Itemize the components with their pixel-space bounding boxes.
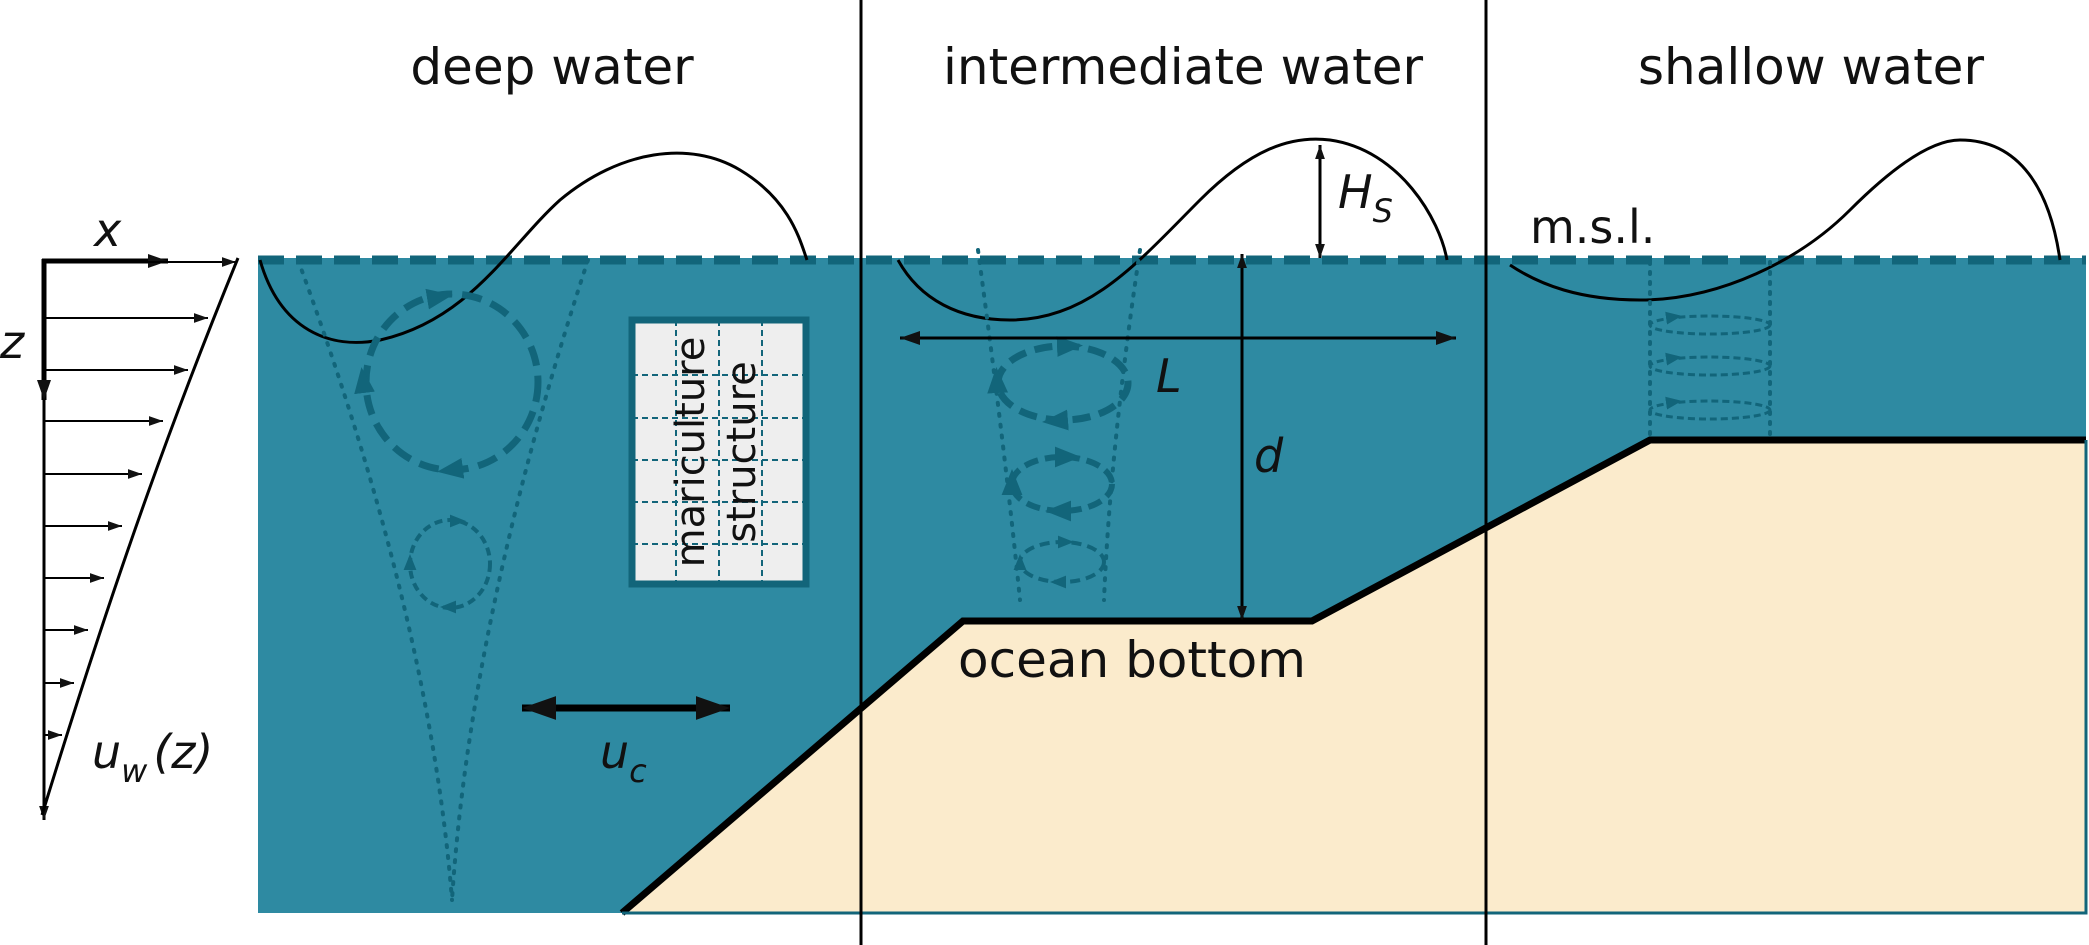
- ocean-bottom-label: ocean bottom: [958, 631, 1306, 689]
- orbital-velocity-subscript: w: [121, 752, 148, 790]
- shallow-orbit-1: [1648, 314, 1772, 336]
- intermediate-orbit-envelope-right: [1102, 248, 1142, 602]
- z-axis-label: z: [0, 315, 25, 369]
- orbital-velocity-label: uw(z): [92, 725, 213, 790]
- velocity-profile: [37, 254, 240, 820]
- msl-label: m.s.l.: [1530, 200, 1655, 254]
- structure-label-line1: mariculture: [668, 337, 714, 568]
- region-label-shallow: shallow water: [1638, 38, 1984, 96]
- wave-profile-shallow: [1509, 138, 2062, 302]
- orbital-velocity-argument: (z): [153, 725, 213, 779]
- deep-orbit-envelope-right: [450, 258, 590, 902]
- current-label: uc: [600, 725, 647, 790]
- intermediate-orbit-2: [1009, 454, 1115, 514]
- mariculture-structure: mariculture structure: [628, 316, 810, 588]
- x-axis-label: x: [92, 203, 122, 257]
- sea-bed-edge: [619, 436, 2086, 916]
- wave-height-label: HS: [1338, 165, 1393, 230]
- wave-profile-deep: [258, 151, 809, 344]
- wavelength-label: L: [1156, 349, 1182, 403]
- shallow-orbit-3: [1648, 399, 1772, 421]
- current-subscript: c: [629, 752, 647, 790]
- frame-edge: [622, 440, 2088, 915]
- depth-label: d: [1254, 429, 1284, 483]
- wave-profile-intermediate: [896, 137, 1449, 322]
- current-symbol: u: [600, 725, 629, 779]
- structure-label-line2: structure: [719, 361, 765, 543]
- deep-orbit-envelope-left: [296, 258, 454, 902]
- shallow-orbit-2: [1648, 355, 1772, 377]
- region-label-intermediate: intermediate water: [943, 38, 1424, 96]
- wave-height-symbol: H: [1338, 165, 1373, 219]
- wave-height-subscript: S: [1373, 192, 1393, 230]
- profile-curve: [40, 257, 240, 816]
- orbital-velocity-symbol: u: [92, 725, 121, 779]
- region-label-deep: deep water: [410, 38, 694, 96]
- sea-bed: [622, 440, 2086, 913]
